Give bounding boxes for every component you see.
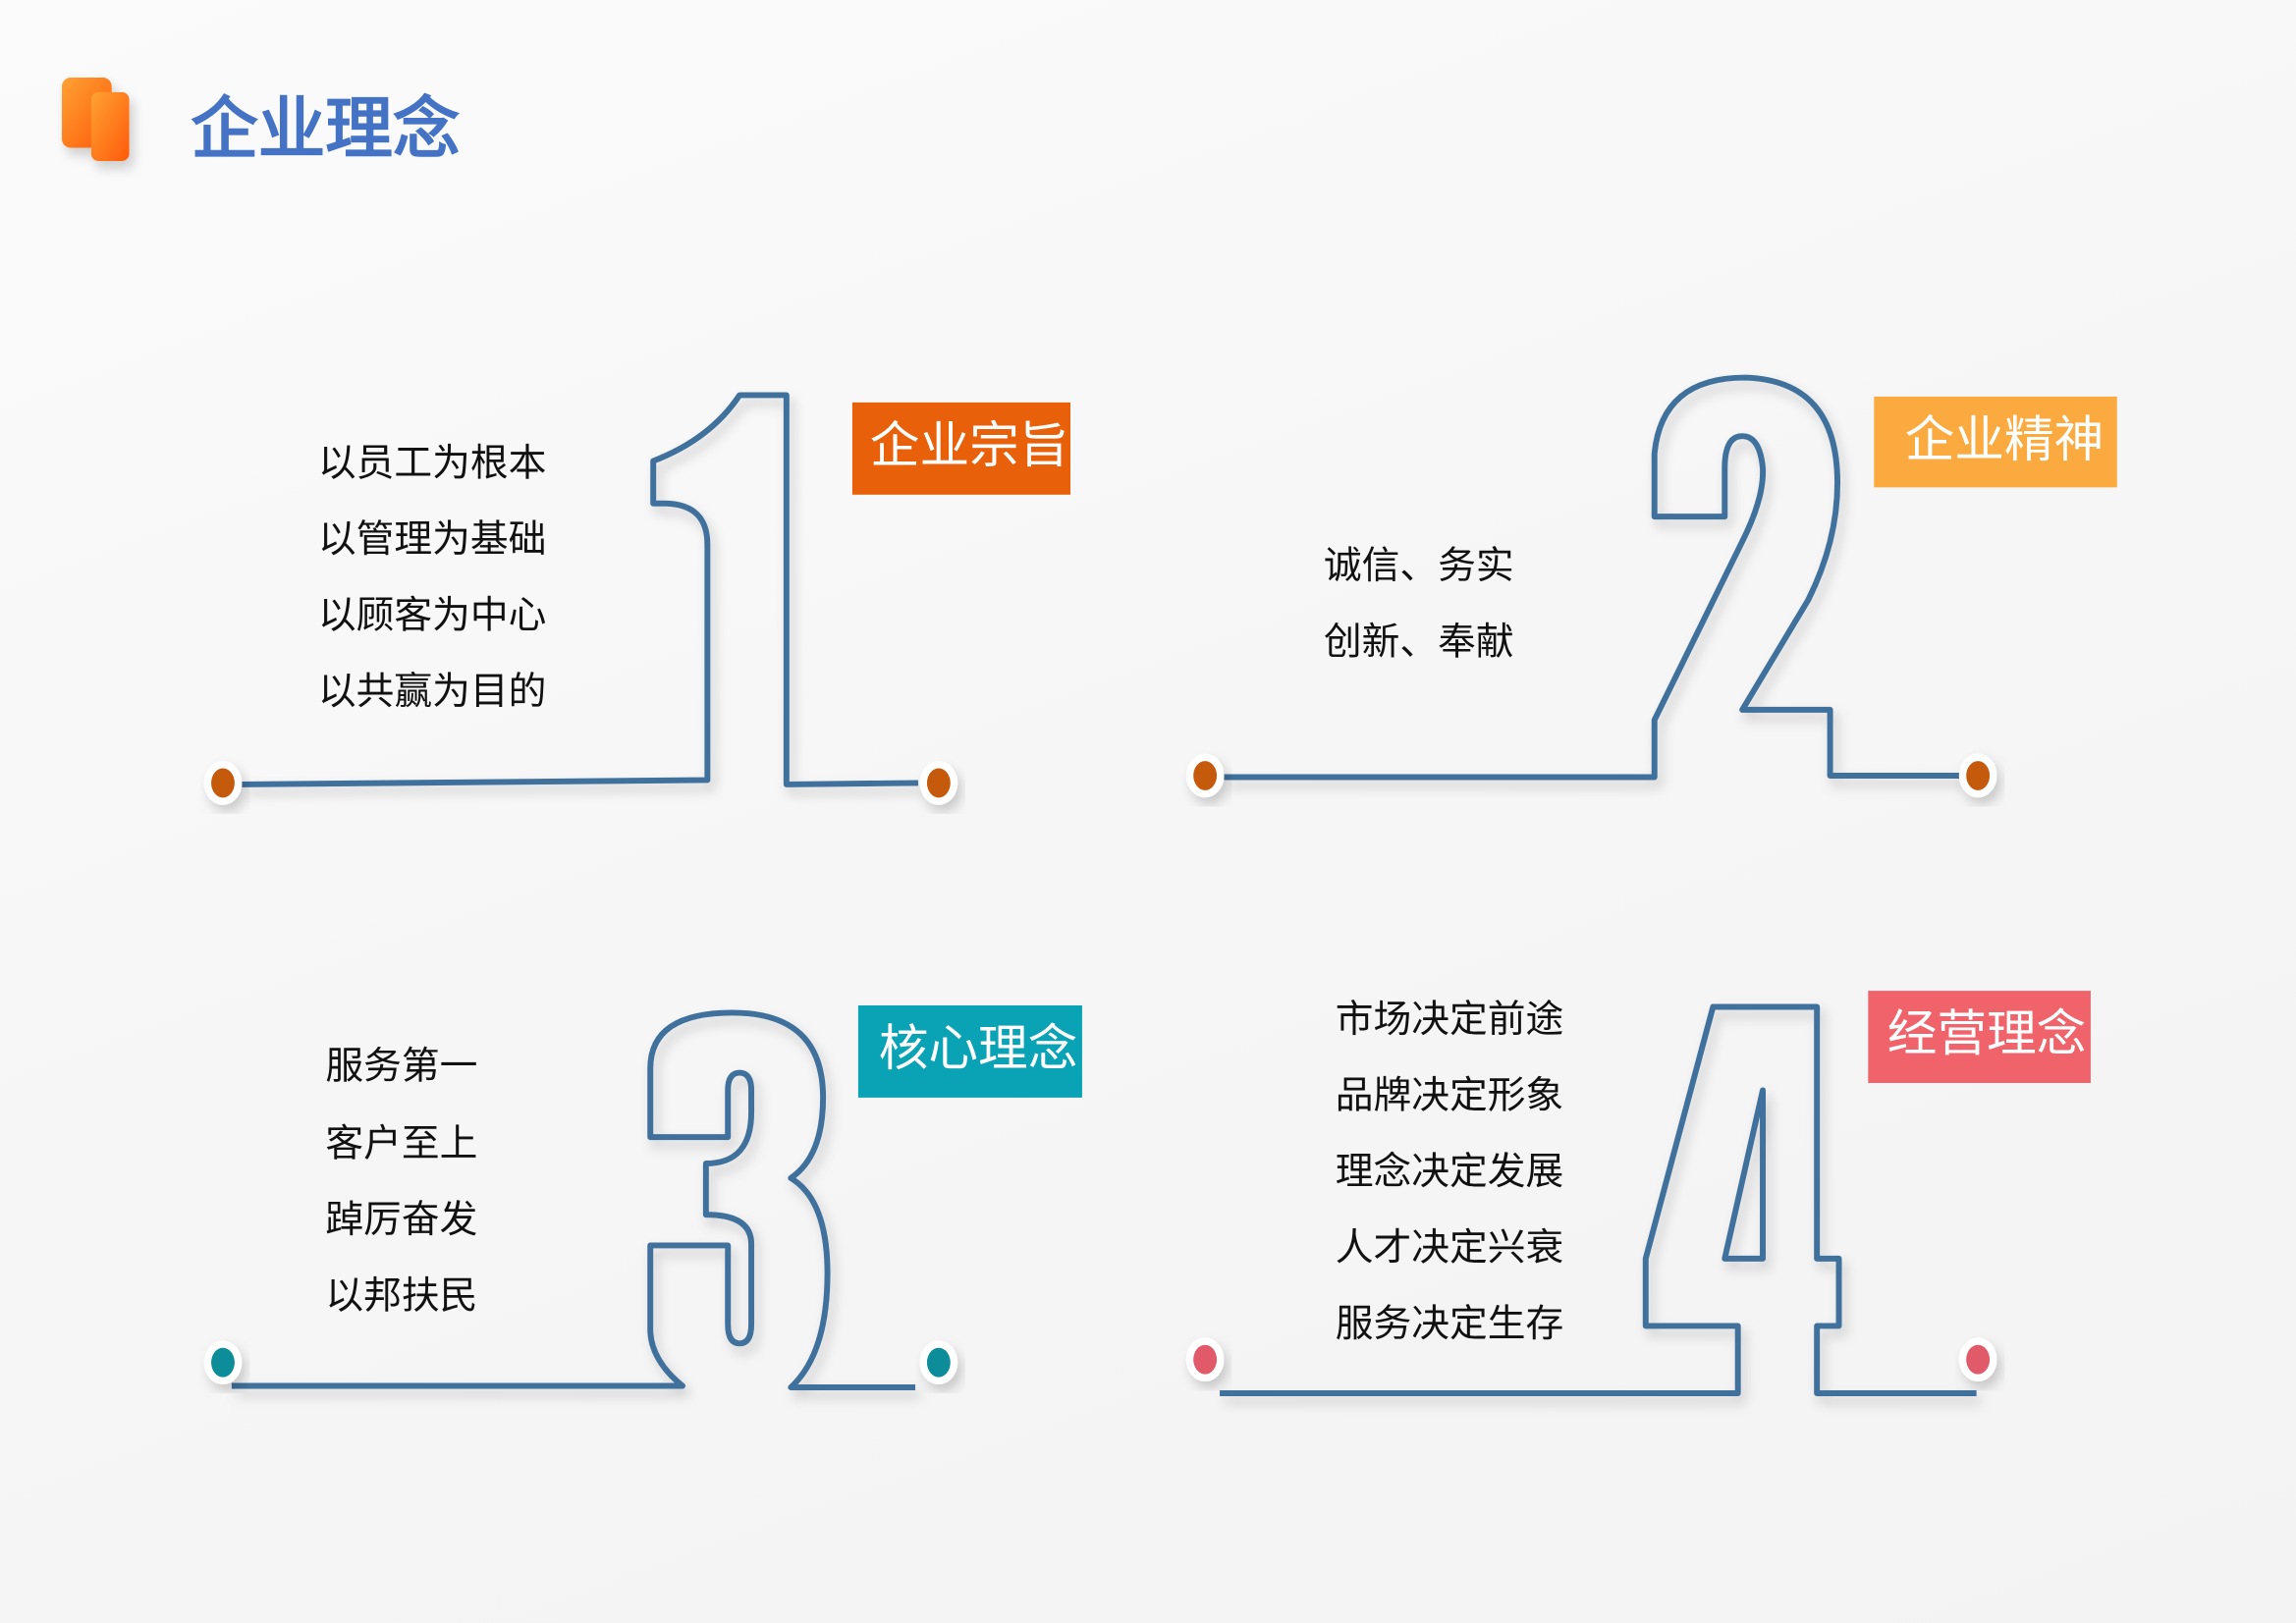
- digit-1-outline: [242, 392, 919, 787]
- label-box: [857, 1004, 1082, 1098]
- section-1: 企业宗旨 以员工为根本 以管理为基础 以顾客为中心 以共赢为目的: [203, 392, 1071, 805]
- list-item: 诚信、务实: [1324, 544, 1514, 588]
- list-item: 创新、奉献: [1324, 620, 1514, 664]
- list-item: 客户至上: [325, 1122, 477, 1166]
- dot-icon: [1185, 753, 1225, 798]
- list-item: 以员工为根本: [318, 441, 547, 485]
- dot-icon: [203, 1340, 243, 1385]
- list-item: 服务决定生存: [1336, 1302, 1564, 1346]
- dot-icon: [203, 761, 243, 805]
- label-box: [851, 402, 1071, 495]
- label-box: [1868, 991, 2091, 1083]
- dot-icon: [919, 761, 958, 805]
- list-item: 以顾客为中心: [318, 593, 547, 637]
- dot-icon: [1958, 753, 1997, 798]
- list-item: 服务第一: [325, 1045, 477, 1089]
- section-2: 企业精神 诚信、务实 创新、奉献: [1185, 374, 2117, 798]
- list-item: 以管理为基础: [318, 517, 547, 562]
- dot-icon: [1958, 1337, 1997, 1382]
- digit-4-outline: [1220, 1003, 1977, 1396]
- section-label: 经营理念: [1887, 1004, 2087, 1062]
- section-4: 经营理念 市场决定前途 品牌决定形象 理念决定发展 人才决定兴衰 服务决定生存: [1185, 991, 2091, 1396]
- section-label: 企业宗旨: [870, 416, 1069, 474]
- list-item: 品牌决定形象: [1336, 1073, 1564, 1117]
- section-3: 核心理念 服务第一 客户至上 踔厉奋发 以邦扶民: [203, 1004, 1082, 1391]
- list-item: 人才决定兴衰: [1336, 1225, 1564, 1270]
- digit-3-outline: [231, 1009, 916, 1391]
- section-label: 核心理念: [879, 1019, 1078, 1077]
- list-item: 以共赢为目的: [318, 670, 547, 714]
- digit-2-outline: [1224, 374, 1962, 781]
- page-title: 企业理念: [191, 90, 461, 169]
- dot-icon: [1185, 1337, 1225, 1382]
- list-item: 市场决定前途: [1336, 998, 1564, 1042]
- section-label: 企业精神: [1905, 410, 2105, 468]
- label-box: [1874, 396, 2117, 488]
- logo-icon: [62, 77, 130, 161]
- list-item: 踔厉奋发: [325, 1198, 477, 1242]
- list-item: 理念决定发展: [1336, 1150, 1564, 1194]
- list-item: 以邦扶民: [325, 1274, 477, 1319]
- dot-icon: [919, 1340, 958, 1385]
